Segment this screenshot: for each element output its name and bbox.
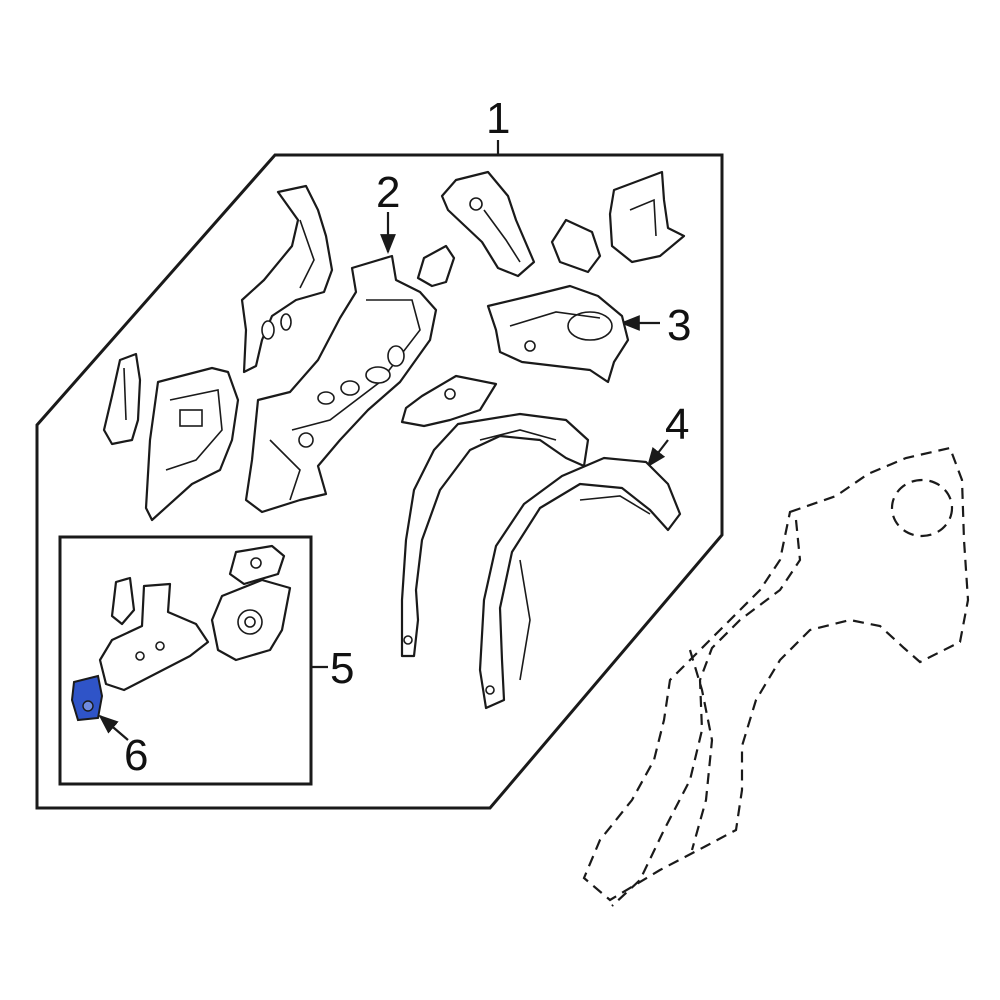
- part-small-bracket-upper[interactable]: [416, 244, 456, 288]
- part-rear-reinforcement[interactable]: [608, 170, 686, 264]
- part-inner-quarter-panel[interactable]: [244, 254, 438, 514]
- part-hinge-reinforcement[interactable]: [440, 170, 536, 278]
- part-shock-mount-plate[interactable]: [210, 578, 292, 662]
- part-mount-bracket-top[interactable]: [228, 544, 286, 586]
- part-outer-wheelhouse[interactable]: [478, 456, 682, 710]
- leader-4: [646, 439, 669, 468]
- part-inner-wheelhouse[interactable]: [400, 412, 590, 658]
- callout-2: 2: [376, 168, 400, 217]
- bracket-6-body: [70, 674, 104, 722]
- callout-5: 5: [330, 644, 354, 693]
- part-floor-side-member[interactable]: [98, 582, 210, 692]
- bracket-6-hole: [82, 700, 94, 712]
- part-inner-panel-lower[interactable]: [144, 366, 240, 522]
- part-6-bracket-highlighted[interactable]: [70, 674, 104, 722]
- subassembly-box: [58, 535, 313, 786]
- part-pillar-bracket[interactable]: [102, 352, 142, 446]
- part-small-bracket-right[interactable]: [550, 218, 602, 274]
- leader-6: [98, 714, 129, 741]
- callout-6: 6: [124, 731, 148, 780]
- part-small-clip[interactable]: [110, 576, 136, 626]
- part-wheelhouse-extension[interactable]: [486, 284, 630, 384]
- callout-3: 3: [667, 301, 691, 350]
- callout-4: 4: [665, 400, 689, 449]
- outer-quarter-panel-reference: [582, 446, 970, 907]
- part-upper-pillar-panel[interactable]: [240, 184, 334, 374]
- assembly-group-outline: [35, 153, 724, 810]
- callout-1: 1: [486, 94, 510, 143]
- part-mid-bracket[interactable]: [400, 374, 498, 428]
